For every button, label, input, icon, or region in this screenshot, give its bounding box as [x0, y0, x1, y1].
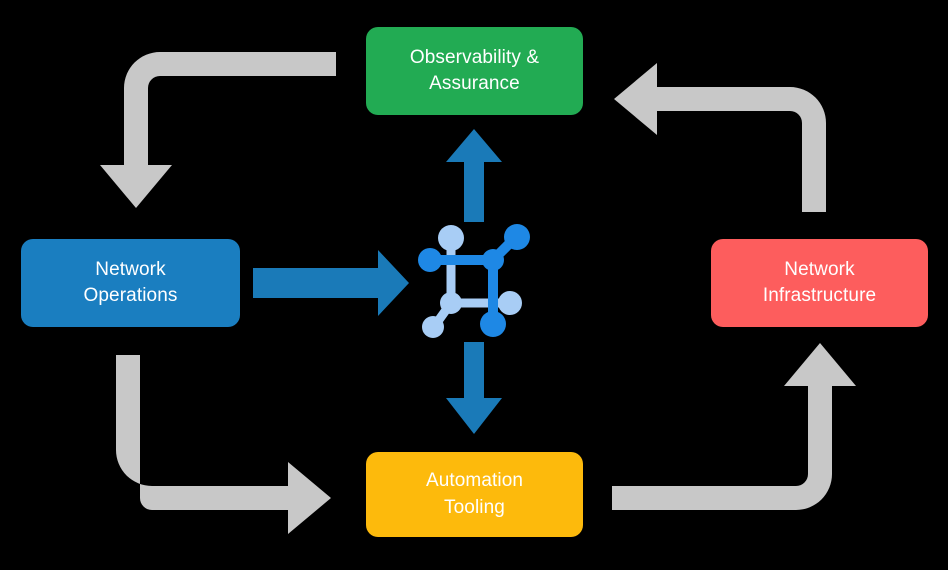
arrow-observability-to-operations	[100, 52, 336, 208]
node-label: Network Operations	[83, 258, 178, 306]
node-automation-tooling[interactable]: Automation Tooling	[366, 452, 583, 537]
node-label: Automation Tooling	[425, 470, 524, 518]
network-topology-icon	[418, 224, 530, 338]
arrow-automation-to-infrastructure	[612, 343, 856, 510]
node-network-operations[interactable]: Network Operations	[21, 239, 240, 327]
arrow-infrastructure-to-observability	[614, 63, 826, 212]
node-network-infrastructure[interactable]: Network Infrastructure	[711, 239, 928, 327]
arrow-hub-to-observability	[446, 129, 502, 222]
arrow-hub-to-automation	[446, 342, 502, 434]
topology-dark-nodes	[418, 224, 530, 337]
node-observability-assurance[interactable]: Observability & Assurance	[366, 27, 583, 115]
arrow-operations-to-automation	[116, 355, 331, 534]
node-label: Observability & Assurance	[409, 46, 540, 94]
node-label: Network Infrastructure	[762, 258, 877, 306]
topology-light-nodes	[422, 225, 522, 338]
arrow-operations-to-hub	[253, 250, 409, 316]
